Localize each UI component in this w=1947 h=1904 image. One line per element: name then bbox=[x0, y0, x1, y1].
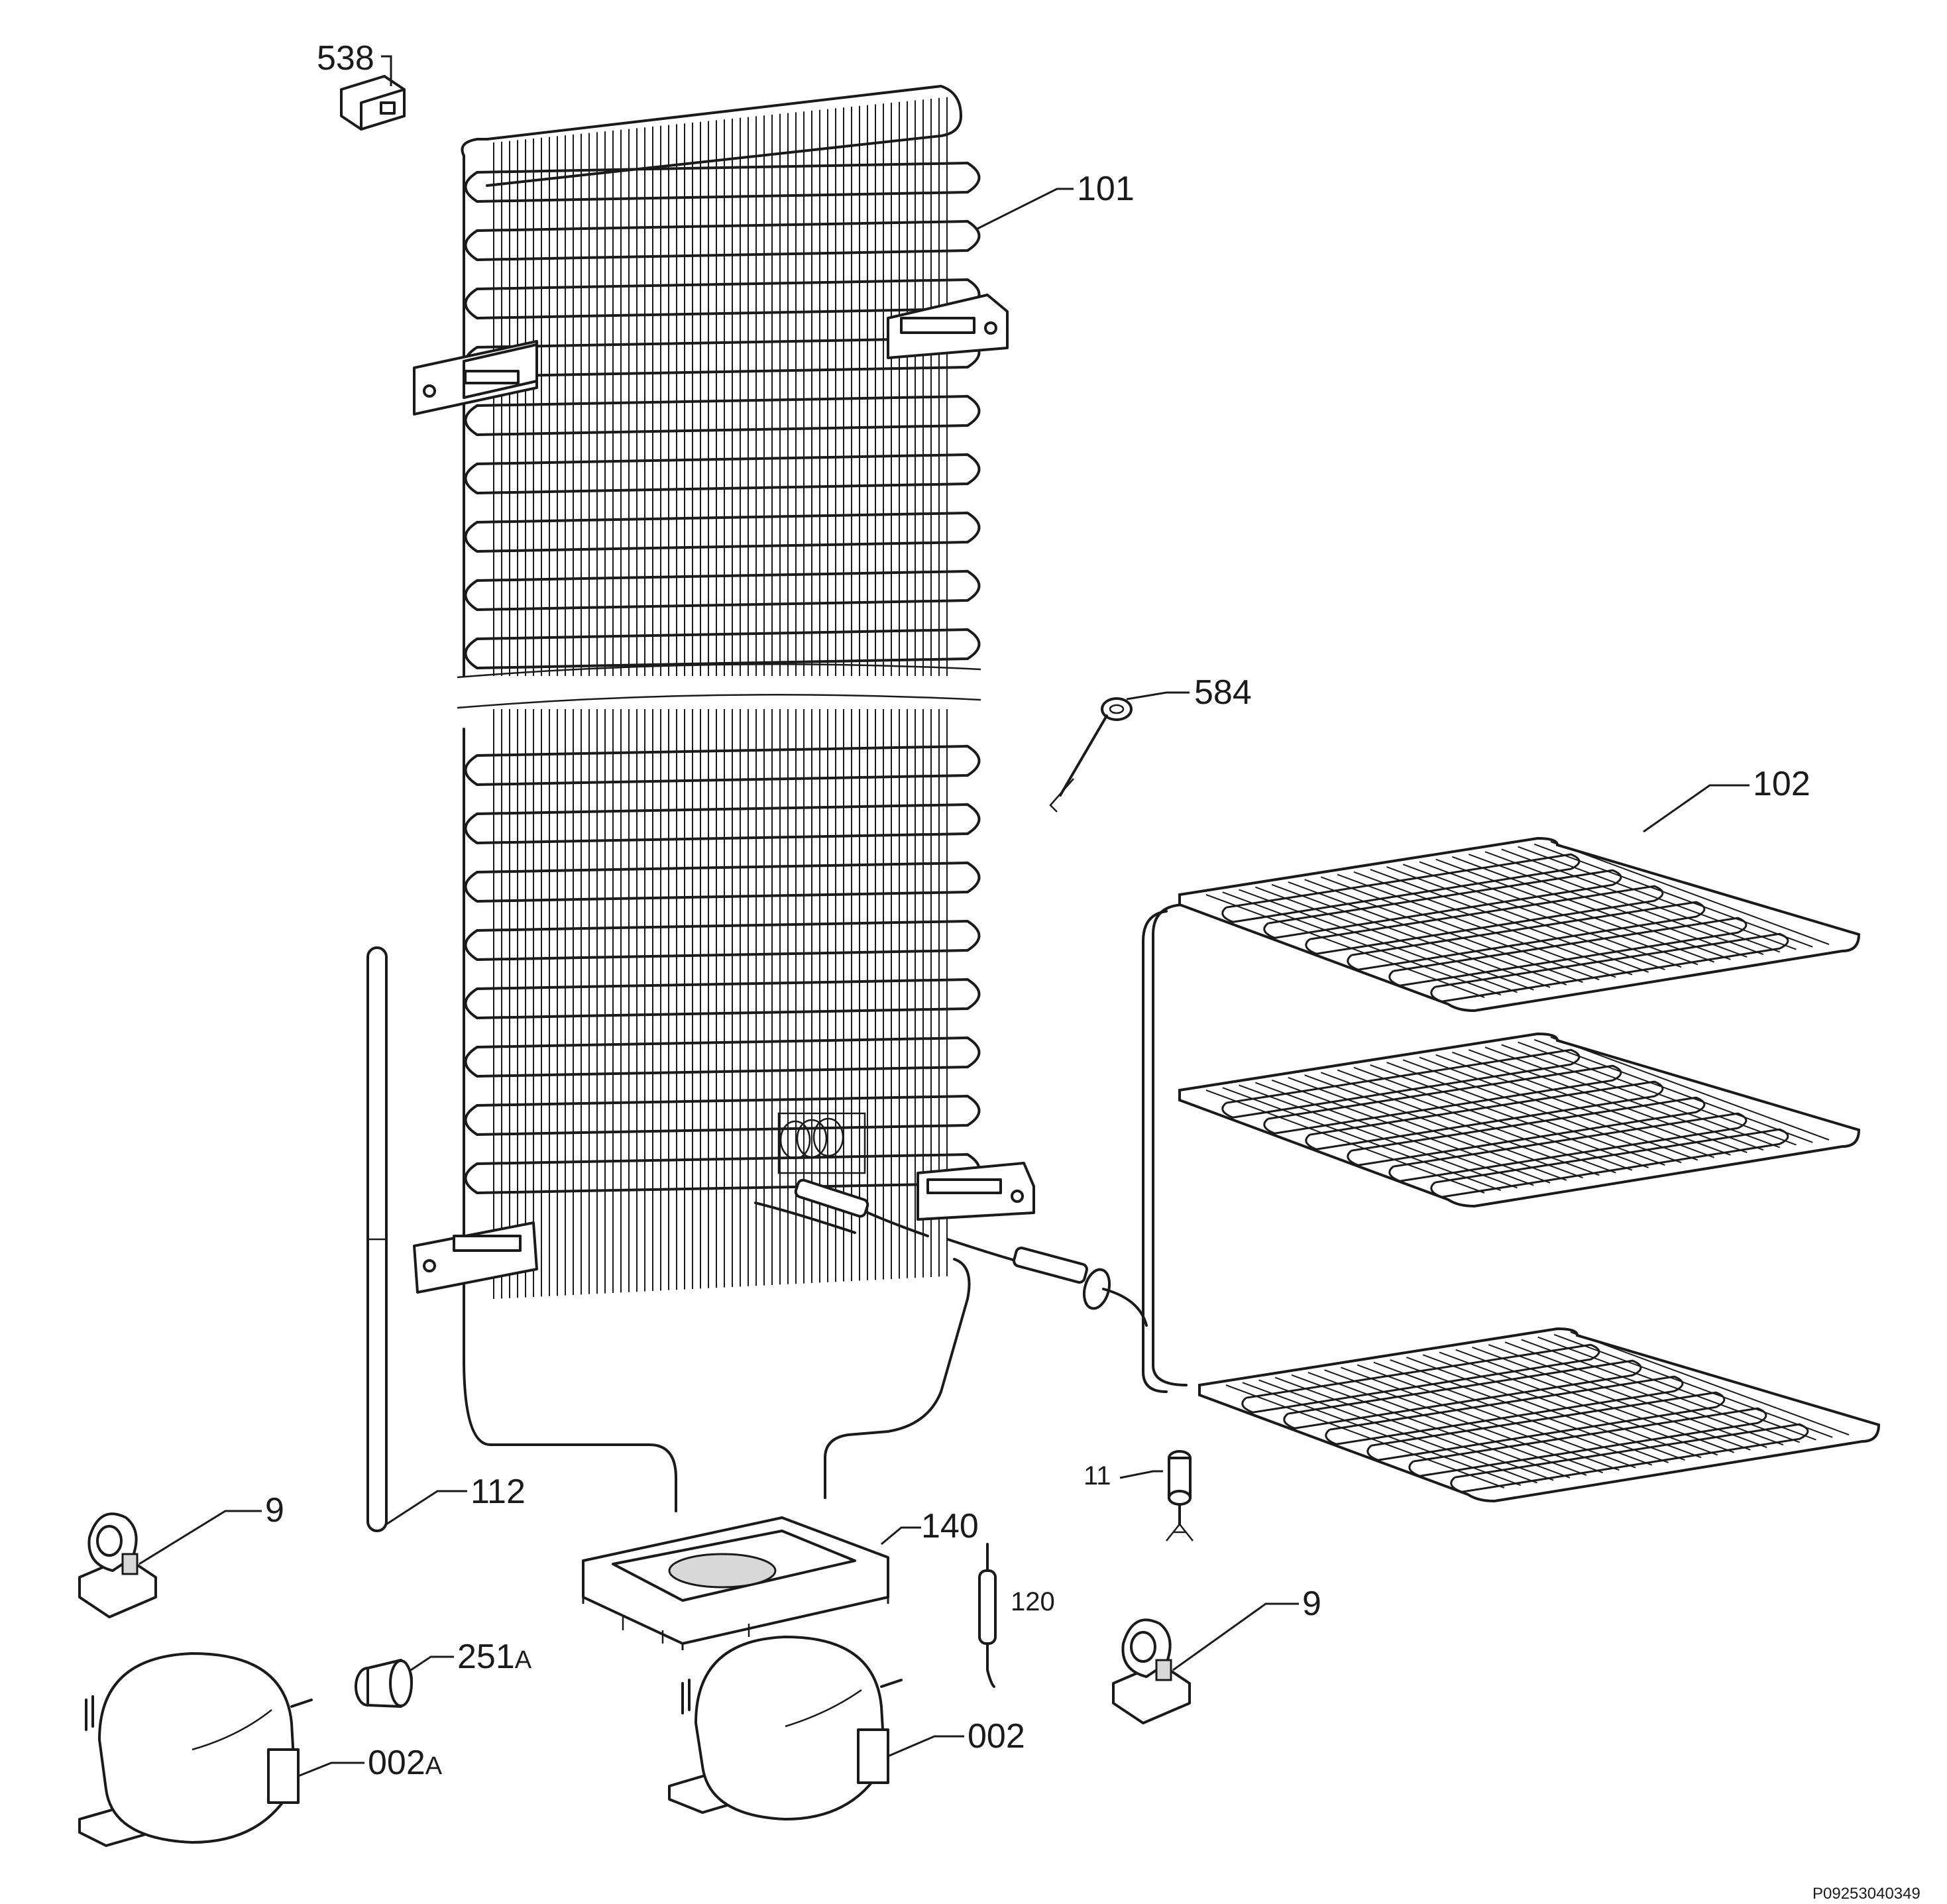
part-251a-capacitor bbox=[355, 1655, 454, 1708]
part-538-connector-block bbox=[340, 55, 406, 131]
condenser-loop bbox=[464, 569, 981, 612]
part-9-clamp-left bbox=[78, 1510, 262, 1618]
evaporator-shelf bbox=[1178, 836, 1861, 1013]
part-9-clamp-right bbox=[1112, 1602, 1299, 1724]
callout-251-suffix: A bbox=[515, 1646, 532, 1674]
callout-002a-suffix: A bbox=[425, 1752, 443, 1780]
condenser-loop bbox=[464, 628, 981, 670]
part-002-compressor bbox=[668, 1636, 964, 1820]
condenser-loop bbox=[464, 453, 981, 495]
condenser-loop bbox=[464, 278, 981, 320]
callout-140: 140 bbox=[921, 1507, 979, 1545]
condenser-loop bbox=[464, 861, 981, 903]
condenser-loop bbox=[464, 161, 981, 203]
condenser-loop bbox=[464, 511, 981, 553]
part-112-tube bbox=[366, 946, 467, 1532]
callout-9-right: 9 bbox=[1302, 1585, 1321, 1623]
part-002a-compressor bbox=[78, 1652, 364, 1847]
callout-002a: 002A bbox=[368, 1744, 443, 1782]
part-102-evaporator bbox=[754, 784, 1881, 1503]
condenser-loop bbox=[464, 394, 981, 437]
condenser-loop bbox=[464, 219, 981, 262]
condenser-loop bbox=[464, 978, 981, 1020]
part-11-relay bbox=[1119, 1450, 1194, 1541]
callout-538: 538 bbox=[317, 39, 374, 78]
callout-9-left: 9 bbox=[265, 1491, 284, 1530]
condenser-loop bbox=[464, 1036, 981, 1078]
callout-11: 11 bbox=[1084, 1461, 1111, 1490]
condenser-wire-fins bbox=[493, 97, 948, 1299]
part-584-sensor bbox=[1049, 691, 1190, 812]
condenser-loop bbox=[464, 744, 981, 787]
callout-002a-number: 002 bbox=[368, 1744, 425, 1782]
callout-002: 002 bbox=[968, 1717, 1025, 1756]
callout-112: 112 bbox=[471, 1473, 526, 1511]
condenser-loop bbox=[464, 1152, 981, 1195]
condenser-loop bbox=[464, 919, 981, 962]
part-140-drip-tray bbox=[582, 1516, 921, 1650]
part-120-filter-drier bbox=[978, 1543, 997, 1688]
callout-101: 101 bbox=[1077, 170, 1135, 208]
evaporator-shelf bbox=[1178, 1032, 1861, 1208]
condenser-loop bbox=[464, 1094, 981, 1137]
evaporator-shelf bbox=[1198, 1327, 1881, 1503]
callout-584: 584 bbox=[1194, 673, 1252, 712]
part-101-condenser bbox=[413, 85, 1074, 1512]
callout-251a: 251A bbox=[457, 1638, 532, 1676]
callout-102: 102 bbox=[1753, 765, 1810, 803]
condenser-loop bbox=[464, 803, 981, 845]
callout-251-number: 251 bbox=[457, 1638, 515, 1676]
callout-120: 120 bbox=[1011, 1587, 1055, 1616]
footer-code: P09253040349 bbox=[1812, 1885, 1920, 1903]
